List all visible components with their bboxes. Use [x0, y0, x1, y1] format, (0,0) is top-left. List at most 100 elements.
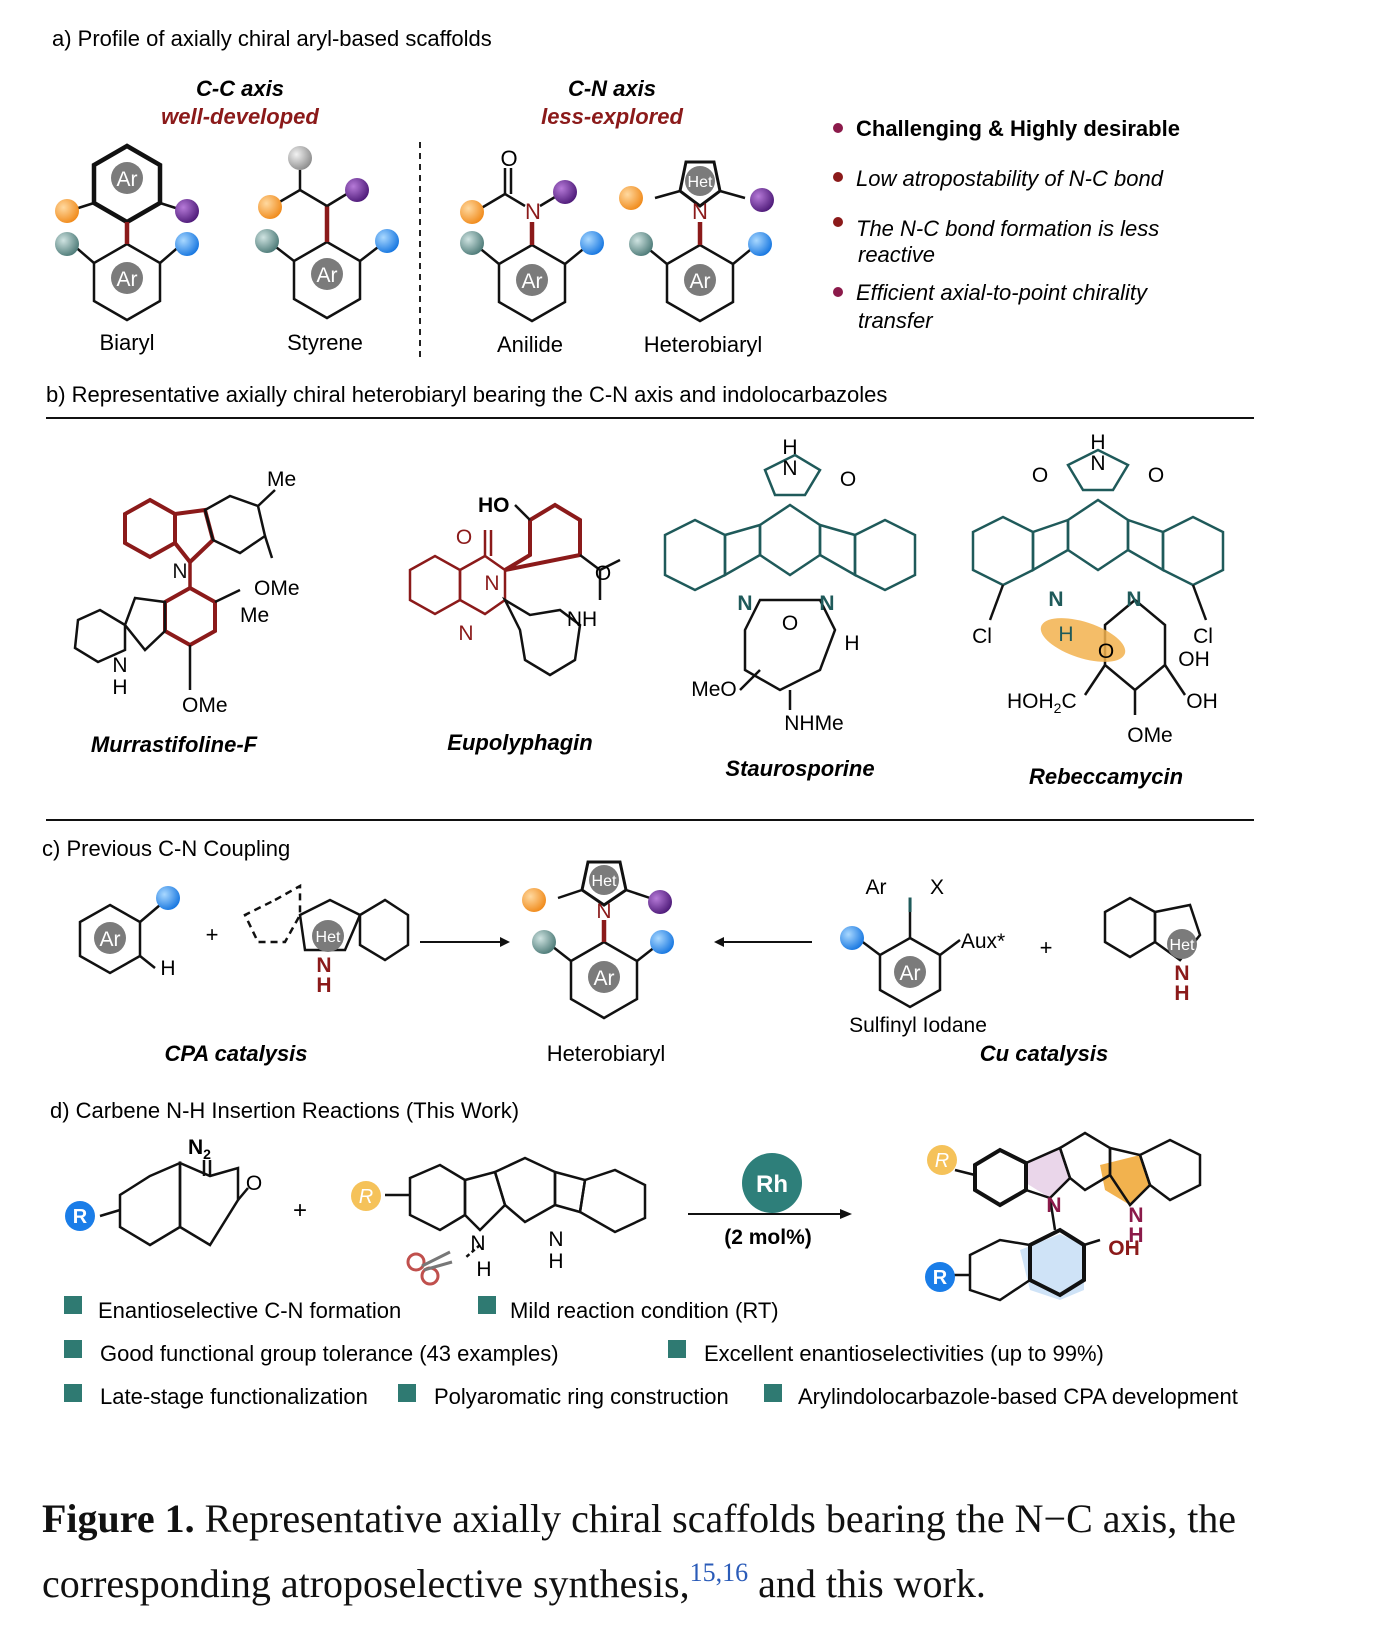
eupo-n2: N	[458, 622, 473, 645]
heterobiaryl-label: Heterobiaryl	[644, 332, 763, 357]
rebe-hbond-o: O	[1098, 640, 1114, 663]
cn-axis-label: C-N axis	[568, 76, 656, 101]
het-badge	[312, 920, 344, 952]
ar-badge	[311, 258, 343, 290]
rebe-n-top: N	[1090, 452, 1105, 475]
ar-badge-label: Ar	[117, 168, 138, 191]
ar-badge	[111, 162, 143, 194]
stau-o: O	[840, 468, 856, 491]
r-badge-label: R	[359, 1186, 373, 1208]
d-bullet-squares	[64, 1296, 782, 1402]
d-bullet: Excellent enantioselectivities (up to 99…	[704, 1341, 1104, 1366]
rh-catalyst-badge	[742, 1153, 802, 1213]
d-indolocarbazole	[385, 1156, 647, 1259]
c-carbazole-structure	[243, 883, 410, 962]
caption-refs: 15,16	[689, 1558, 749, 1587]
ar-badge	[516, 264, 548, 296]
het-badge	[1167, 929, 1197, 959]
r-badge-blue	[925, 1262, 955, 1292]
anilide-label: Anilide	[497, 332, 563, 357]
eupo-ho: HO	[478, 494, 510, 517]
eupo-o2: O	[595, 562, 611, 585]
grey-substituent-ball	[255, 229, 279, 253]
c-heterobiaryl-structure	[547, 860, 661, 1020]
purple-substituent-ball	[175, 199, 199, 223]
c-indole-n: N	[1174, 962, 1189, 985]
catalyst-loading: (2 mol%)	[724, 1226, 812, 1249]
panel-c-title: c) Previous C-N Coupling	[42, 836, 290, 861]
rebe-oh2: OH	[1186, 690, 1218, 713]
styrene-label: Styrene	[287, 330, 363, 355]
bullet-dot	[833, 217, 843, 227]
rebe-oh1: OH	[1178, 648, 1210, 671]
cpa-catalysis-label: CPA catalysis	[164, 1041, 307, 1066]
d-bullet: Good functional group tolerance (43 exam…	[100, 1341, 559, 1366]
grey-substituent-ball	[55, 232, 79, 256]
blue-substituent-ball	[375, 229, 399, 253]
eupolyphagin-name: Eupolyphagin	[447, 730, 592, 755]
product-n: N	[1046, 1194, 1061, 1217]
panel-a-bullet-cont: transfer	[858, 308, 934, 333]
rebe-hoh2c-sub: 2	[1054, 700, 1062, 716]
blue-substituent-ball	[580, 231, 604, 255]
rebe-o2: O	[1148, 464, 1164, 487]
eupo-nh: NH	[567, 608, 597, 631]
ar-badge	[684, 264, 716, 296]
c-heterobiaryl-label: Heterobiaryl	[547, 1041, 666, 1066]
murrastifoline-name: Murrastifoline-F	[91, 732, 258, 757]
eupo-n1: N	[484, 572, 499, 595]
scissors-icon	[406, 1250, 453, 1286]
d-carbonyl-o: O	[246, 1172, 262, 1195]
rebe-hbond-h: H	[1058, 623, 1073, 646]
murr-nh-h: H	[112, 676, 127, 699]
purple-substituent-ball	[553, 180, 577, 204]
cn-axis-sublabel: less-explored	[541, 104, 683, 129]
d-bullet: Polyaromatic ring construction	[434, 1384, 729, 1409]
stau-n1: N	[737, 592, 752, 615]
het-badge-label: Het	[592, 873, 617, 890]
iodane-ar: Ar	[866, 876, 887, 899]
eupolyphagin-structure	[408, 502, 621, 677]
murr-me-label: Me	[267, 468, 296, 491]
het-badge	[589, 865, 619, 895]
murrastifoline-structure	[73, 489, 276, 690]
rh-label: Rh	[756, 1171, 788, 1198]
r-badge-label: R	[73, 1206, 88, 1228]
iodane-x: X	[930, 876, 944, 899]
eupo-o1: O	[456, 526, 472, 549]
heterobiaryl-n: N	[692, 199, 708, 224]
rebeccamycin-name: Rebeccamycin	[1029, 764, 1183, 789]
cc-axis-sublabel: well-developed	[161, 104, 319, 129]
c-nh-n: N	[316, 954, 331, 977]
murr-nh-n: N	[112, 654, 127, 677]
het-badge-label: Het	[688, 174, 713, 191]
r-badge-yellow	[927, 1145, 957, 1175]
blue-substituent-ball	[156, 886, 180, 910]
orange-substituent-ball	[460, 200, 484, 224]
c-heterobiaryl-n: N	[596, 900, 611, 923]
staurosporine-structure	[663, 453, 917, 710]
rebe-hoh2c: HOH2C	[1007, 690, 1077, 716]
ar-badge-label: Ar	[690, 270, 711, 293]
bullet-dot	[833, 172, 843, 182]
c-nh-h: H	[316, 974, 331, 997]
d-bullet: Arylindolocarbazole-based CPA developmen…	[798, 1384, 1238, 1409]
d-plus: +	[293, 1197, 307, 1224]
biaryl-label: Biaryl	[99, 330, 154, 355]
het-badge-label: Het	[316, 929, 341, 946]
r-badge-blue	[65, 1201, 95, 1231]
panel-a-bullet: Low atropostability of N-C bond	[856, 166, 1164, 191]
panel-a-title: a) Profile of axially chiral aryl-based …	[52, 26, 492, 51]
panel-a-bullet: The N-C bond formation is less	[856, 216, 1159, 241]
c-arene-structure	[78, 903, 161, 975]
panel-a-bullet: Efficient axial-to-point chirality	[856, 280, 1149, 305]
rebe-cl1: Cl	[972, 625, 992, 648]
white-substituent-ball	[288, 146, 312, 170]
rebe-hoh2c-c: C	[1061, 690, 1076, 713]
orange-substituent-ball	[619, 186, 643, 210]
cu-catalysis-label: Cu catalysis	[980, 1041, 1108, 1066]
r-badge-yellow	[351, 1181, 381, 1211]
panel-b-title: b) Representative axially chiral heterob…	[46, 382, 887, 407]
ar-badge	[111, 262, 143, 294]
murr-n-label: N	[172, 560, 187, 583]
